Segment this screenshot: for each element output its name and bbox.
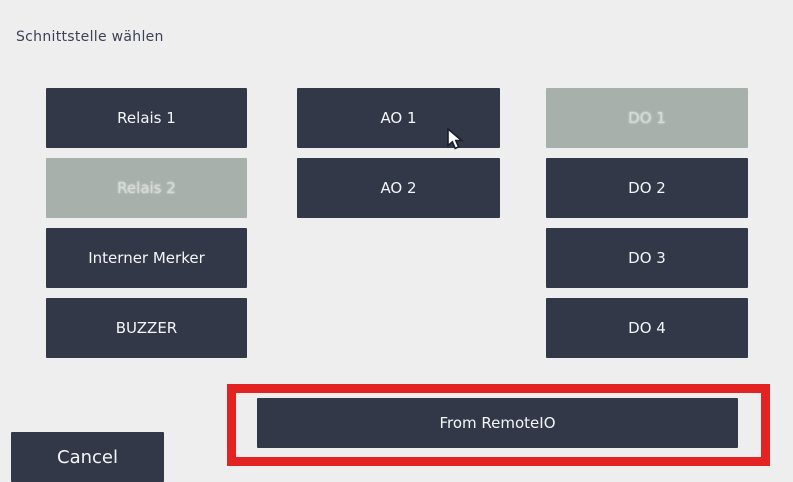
- button-from-remoteio[interactable]: From RemoteIO: [257, 398, 738, 448]
- button-do-1: DO 1: [546, 88, 748, 148]
- page-title: Schnittstelle wählen: [16, 29, 164, 45]
- button-buzzer[interactable]: BUZZER: [46, 298, 247, 358]
- button-ao-1[interactable]: AO 1: [297, 88, 500, 148]
- button-do-4[interactable]: DO 4: [546, 298, 748, 358]
- button-relais-2: Relais 2: [46, 158, 247, 218]
- cancel-button[interactable]: Cancel: [11, 432, 164, 482]
- button-relais-1[interactable]: Relais 1: [46, 88, 247, 148]
- button-do-2[interactable]: DO 2: [546, 158, 748, 218]
- button-ao-2[interactable]: AO 2: [297, 158, 500, 218]
- highlight-rectangle: [227, 384, 770, 466]
- button-do-3[interactable]: DO 3: [546, 228, 748, 288]
- button-interner-merker[interactable]: Interner Merker: [46, 228, 247, 288]
